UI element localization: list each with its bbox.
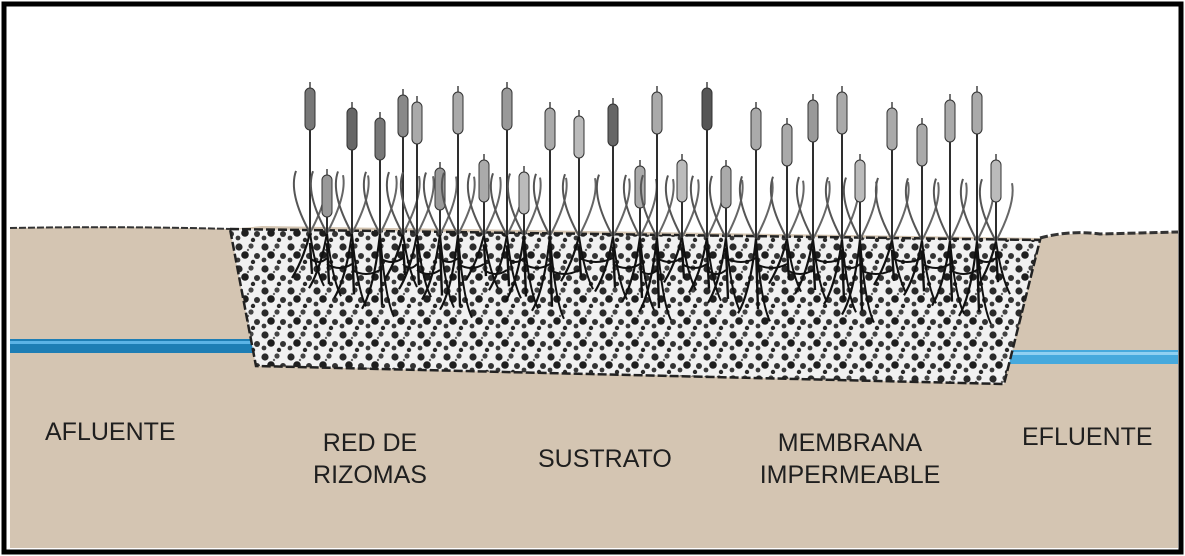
reed-spike <box>782 124 792 166</box>
reed-spike <box>375 118 385 160</box>
reed-leaf <box>597 175 613 237</box>
reed-leaf <box>294 171 310 233</box>
reed-spike <box>751 108 761 150</box>
reed-leaf <box>563 174 579 236</box>
label-sustrato: SUSTRATO <box>538 443 672 475</box>
reed-spike <box>702 88 712 130</box>
reed-spike <box>608 104 618 146</box>
reed-spike <box>721 166 731 208</box>
reed-spike <box>398 95 408 137</box>
label-efluente: EFLUENTE <box>1022 421 1153 453</box>
reed-spike <box>991 160 1001 202</box>
reed-spike <box>945 100 955 142</box>
reed-spike <box>545 108 555 150</box>
reed-spike <box>347 108 357 150</box>
reed-leaf <box>826 177 842 239</box>
reed-spike <box>677 160 687 202</box>
inflow-pipe-highlight <box>10 341 268 344</box>
label-red-de-rizomas-line2: RIZOMAS <box>300 459 440 491</box>
reed-spike <box>519 172 529 214</box>
reed-spike <box>837 92 847 134</box>
reed-spike <box>322 175 332 217</box>
reed-spike <box>479 160 489 202</box>
label-red-de-rizomas: RED DE RIZOMAS <box>300 427 440 491</box>
label-membrana-line1: MEMBRANA <box>745 427 955 459</box>
label-membrana-impermeable: MEMBRANA IMPERMEABLE <box>745 427 955 491</box>
reed-leaf <box>550 178 567 236</box>
reed-spike <box>305 88 315 130</box>
reed-spike <box>972 92 982 134</box>
reed-leaf <box>797 177 813 239</box>
reed-spike <box>917 124 927 166</box>
reed-leaf <box>961 179 977 241</box>
reed-leaf <box>364 172 380 234</box>
reed-leaf <box>934 179 950 241</box>
reed-leaf <box>491 173 507 235</box>
reed-spike <box>652 92 662 134</box>
reed-spike <box>887 108 897 150</box>
reed-leaf <box>813 181 830 239</box>
reed-spike <box>574 116 584 158</box>
reed-spike <box>453 92 463 134</box>
reed-spike <box>412 102 422 144</box>
reed-plants <box>294 82 1013 241</box>
label-red-de-rizomas-line1: RED DE <box>300 427 440 459</box>
label-afluente: AFLUENTE <box>45 416 176 448</box>
label-membrana-line2: IMPERMEABLE <box>745 459 955 491</box>
outflow-pipe-highlight <box>995 352 1178 355</box>
reed-spike <box>502 88 512 130</box>
reed-leaf <box>579 178 596 236</box>
reed-spike <box>808 100 818 142</box>
reed-spike <box>855 160 865 202</box>
reed-leaf <box>876 178 892 240</box>
reed-leaf <box>380 176 397 234</box>
reed-leaf <box>534 174 550 236</box>
